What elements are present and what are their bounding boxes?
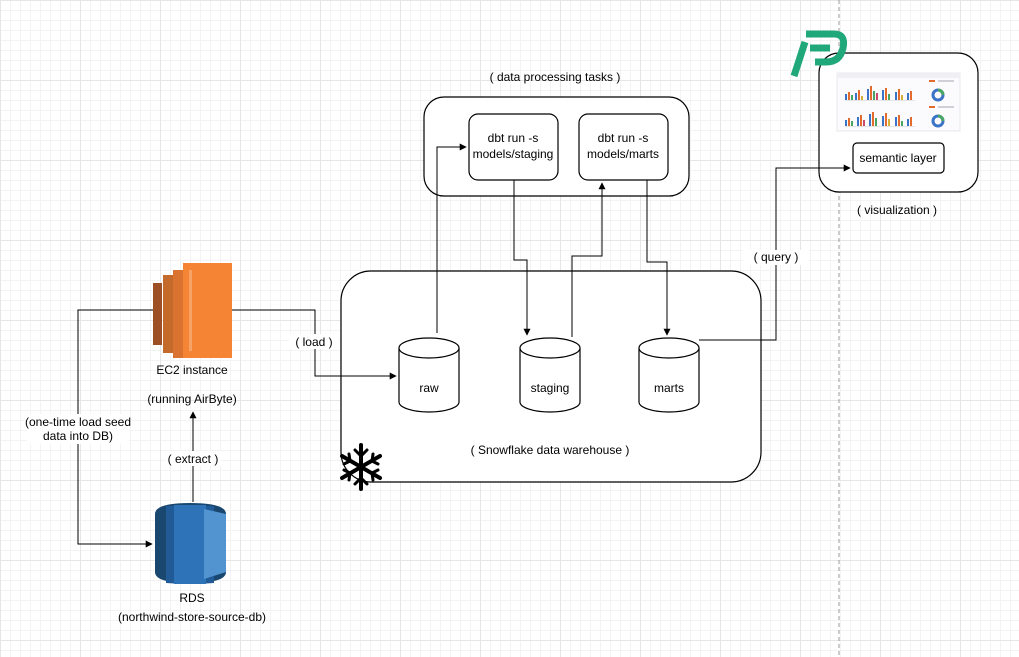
- aws-ec2-icon: [153, 263, 232, 358]
- marts-label: marts: [654, 381, 684, 395]
- visualization-label: ( visualization ): [857, 203, 937, 217]
- raw-label: raw: [419, 381, 439, 395]
- load-label: ( load ): [295, 335, 332, 349]
- rds-name-label: (northwind-store-source-db): [118, 610, 266, 624]
- raw-to-dbt-staging-arrow: [436, 143, 467, 333]
- dashboard-thumbnail-icon: [836, 72, 961, 132]
- dbt-marts-task-box[interactable]: [578, 113, 669, 181]
- marts-table-cylinder[interactable]: [638, 337, 700, 413]
- dbt-marts-to-marts-arrow: [646, 180, 671, 336]
- ec2-instance-label: EC2 instance: [156, 363, 228, 377]
- dbt-staging-label-line1: dbt run -s: [488, 131, 539, 145]
- snowflake-icon: [340, 443, 382, 491]
- extract-label: ( extract ): [168, 452, 219, 466]
- running-airbyte-label: (running AirByte): [147, 392, 236, 406]
- aws-rds-icon: [155, 503, 226, 584]
- raw-table-cylinder[interactable]: [398, 337, 460, 413]
- dbt-marts-label-line1: dbt run -s: [598, 131, 649, 145]
- semantic-layer-label: semantic layer: [859, 151, 936, 165]
- staging-to-dbt-marts-arrow: [571, 182, 606, 337]
- data-processing-tasks-label: ( data processing tasks ): [490, 70, 621, 84]
- semantic-layer-box[interactable]: [852, 142, 945, 174]
- one-time-load-label-line1: (one-time load seed: [25, 415, 131, 429]
- dbt-marts-label-line2: models/marts: [587, 147, 659, 161]
- preset-logo-icon: [790, 30, 848, 78]
- query-label: ( query ): [754, 250, 799, 264]
- staging-label: staging: [531, 381, 570, 395]
- snowflake-warehouse-label: ( Snowflake data warehouse ): [471, 443, 630, 457]
- staging-table-cylinder[interactable]: [519, 337, 581, 413]
- one-time-load-label-line2: data into DB): [43, 429, 113, 443]
- dbt-staging-label-line2: models/staging: [473, 147, 554, 161]
- dbt-staging-to-staging-arrow: [513, 180, 531, 336]
- rds-label: RDS: [179, 591, 204, 605]
